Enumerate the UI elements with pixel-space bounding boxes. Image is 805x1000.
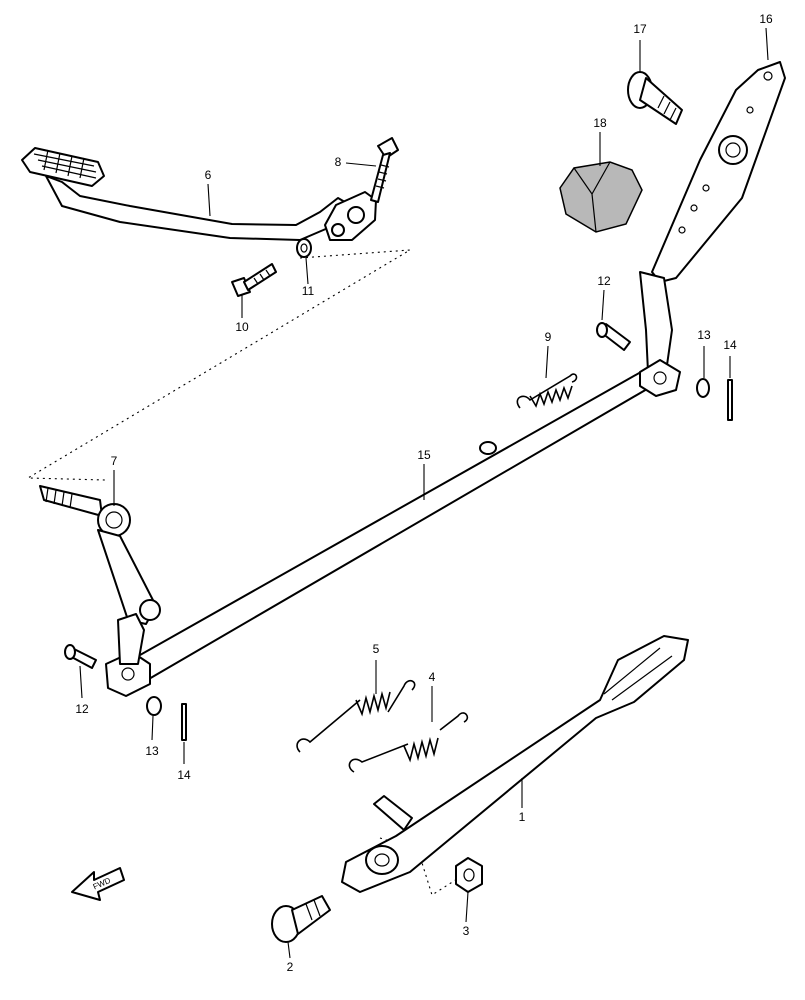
leader-lines bbox=[79, 27, 769, 959]
bolt-8 bbox=[370, 137, 399, 203]
callout-14-left: 14 bbox=[177, 768, 191, 782]
callout-12-left: 12 bbox=[75, 702, 89, 716]
callout-9: 9 bbox=[545, 330, 552, 344]
spring-4 bbox=[348, 712, 469, 773]
callout-18: 18 bbox=[593, 116, 607, 130]
assembly-line-pedal-to-shaft bbox=[26, 249, 411, 481]
spring-9 bbox=[516, 373, 578, 409]
callout-numbers: 6 8 10 11 17 16 18 12 13 14 9 15 7 12 13… bbox=[75, 12, 773, 974]
cotter-pin-14-right bbox=[727, 379, 733, 421]
brake-pedal bbox=[21, 147, 377, 241]
washer-13-right bbox=[696, 378, 710, 398]
side-stand-1 bbox=[341, 635, 689, 893]
lever-arm-16 bbox=[639, 61, 786, 373]
bolt-10 bbox=[231, 263, 277, 297]
callout-15: 15 bbox=[417, 448, 431, 462]
pivot-pin-17 bbox=[627, 71, 683, 125]
callout-3: 3 bbox=[463, 924, 470, 938]
front-direction-arrow: FWD bbox=[71, 867, 125, 901]
clevis-pin-12-right bbox=[596, 322, 631, 351]
callout-8: 8 bbox=[335, 155, 342, 169]
callout-10: 10 bbox=[235, 320, 249, 334]
callout-7: 7 bbox=[111, 454, 118, 468]
callout-2: 2 bbox=[287, 960, 294, 974]
shaft-arm-7 bbox=[39, 485, 161, 665]
cotter-pin-14-left bbox=[181, 703, 187, 741]
washer-11 bbox=[296, 238, 312, 258]
callout-13-left: 13 bbox=[145, 744, 159, 758]
rubber-cover-18 bbox=[559, 161, 643, 233]
rod-15 bbox=[105, 359, 681, 697]
callout-4: 4 bbox=[429, 670, 436, 684]
callout-13-right: 13 bbox=[697, 328, 711, 342]
washer-13-left bbox=[146, 696, 162, 716]
callout-12-right: 12 bbox=[597, 274, 611, 288]
callout-16: 16 bbox=[759, 12, 773, 26]
callout-6: 6 bbox=[205, 168, 212, 182]
clevis-pin-12-left bbox=[64, 644, 97, 669]
callout-1: 1 bbox=[519, 810, 526, 824]
callout-11: 11 bbox=[302, 284, 315, 298]
spring-5 bbox=[296, 679, 416, 753]
callout-14-right: 14 bbox=[723, 338, 737, 352]
callout-17: 17 bbox=[633, 22, 647, 36]
nut-3 bbox=[455, 857, 483, 893]
pivot-bolt-2 bbox=[271, 895, 331, 943]
callout-5: 5 bbox=[373, 642, 380, 656]
